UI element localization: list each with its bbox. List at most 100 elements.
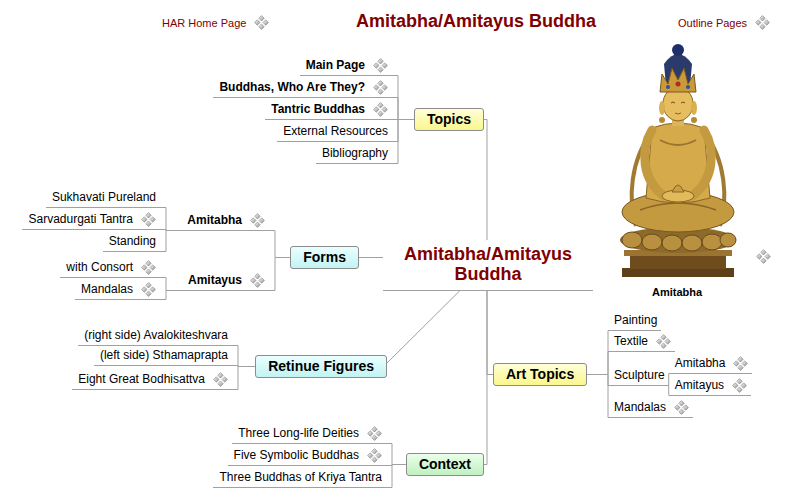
subtopic-item: Amitabha bbox=[183, 213, 275, 231]
connector-line bbox=[238, 346, 255, 367]
topic-text: Sarvadurgati Tantra bbox=[28, 212, 133, 227]
topic-text: Context bbox=[419, 456, 471, 472]
subtopic-item: Three Long-life Deities bbox=[232, 426, 392, 444]
connector-line bbox=[398, 120, 414, 142]
topic-text: Amitabha/Amitayus Buddha bbox=[404, 244, 572, 284]
subtopic-item: Sukhavati Pureland bbox=[46, 190, 166, 208]
connector-line bbox=[166, 231, 183, 252]
link-icon bbox=[141, 282, 156, 297]
topic-box: Retinue Figures bbox=[255, 355, 387, 378]
topic-text: Amitabha bbox=[187, 213, 242, 228]
diagram-title: Amitabha/Amitayus Buddha bbox=[276, 11, 676, 32]
link-icon bbox=[755, 15, 770, 30]
topic-text: Textile bbox=[614, 334, 648, 349]
topic-text: Retinue Figures bbox=[268, 358, 374, 374]
topic-text: Five Symbolic Buddhas bbox=[234, 448, 359, 463]
connector-line bbox=[484, 120, 487, 241]
topic-box: Context bbox=[406, 453, 484, 476]
subtopic-item: (right side) Avalokiteshvara bbox=[78, 328, 238, 346]
link-icon bbox=[656, 334, 671, 349]
connector-line bbox=[275, 231, 290, 258]
topic-text: (left side) Sthamaprapta bbox=[100, 348, 228, 363]
connector-line bbox=[387, 291, 460, 364]
connector-line bbox=[398, 98, 414, 120]
subtopic-item: Buddhas, Who Are They? bbox=[213, 80, 398, 98]
connector-line bbox=[398, 76, 414, 120]
connector-line bbox=[392, 465, 406, 488]
topic-text: (right side) Avalokiteshvara bbox=[84, 328, 228, 343]
link-icon bbox=[367, 426, 382, 441]
link-icon bbox=[250, 273, 265, 288]
nav-link: Outline Pages bbox=[678, 16, 747, 30]
topic-text: Three Long-life Deities bbox=[238, 426, 359, 441]
link-icon bbox=[141, 260, 156, 275]
subtopic-item: External Resources bbox=[277, 124, 398, 142]
link-icon bbox=[250, 213, 265, 228]
topic-text: External Resources bbox=[283, 124, 388, 139]
connector-line bbox=[166, 278, 184, 291]
topic-text: Main Page bbox=[306, 58, 365, 73]
connector-line bbox=[166, 291, 184, 300]
image-caption: Amitabha bbox=[652, 285, 702, 299]
subtopic-item: (left side) Sthamaprapta bbox=[94, 348, 238, 366]
subtopic-item: Amitayus bbox=[669, 378, 751, 396]
link-icon bbox=[254, 15, 269, 30]
topic-text: Amitayus bbox=[188, 273, 242, 288]
connector-line bbox=[487, 291, 493, 375]
topic-text: Bibliography bbox=[322, 146, 388, 161]
subtopic-item: Standing bbox=[103, 234, 166, 252]
connector-line bbox=[398, 120, 414, 164]
connector-line bbox=[484, 291, 487, 465]
buddha-statue bbox=[620, 44, 736, 277]
subtopic-item: Tantric Buddhas bbox=[265, 102, 398, 120]
topic-text: Amitabha bbox=[675, 356, 726, 371]
subtopic-item: Bibliography bbox=[316, 146, 398, 164]
topic-text: Three Buddhas of Kriya Tantra bbox=[219, 470, 382, 485]
topic-text: Eight Great Bodhisattva bbox=[78, 372, 205, 387]
connector-line bbox=[587, 331, 608, 375]
link-icon bbox=[757, 250, 771, 264]
topic-text: Amitayus bbox=[675, 378, 724, 393]
topic-text: Art Topics bbox=[506, 366, 574, 382]
topic-text: Mandalas bbox=[81, 282, 133, 297]
subtopic-item: with Consort bbox=[60, 260, 166, 278]
link-icon bbox=[373, 80, 388, 95]
link-icon bbox=[674, 400, 689, 415]
link-icon bbox=[733, 356, 748, 371]
connector-line bbox=[392, 444, 406, 465]
subtopic-item: Amitayus bbox=[184, 273, 275, 291]
central-topic: Amitabha/Amitayus Buddha bbox=[383, 240, 593, 291]
connector-line bbox=[359, 257, 383, 258]
topic-text: Forms bbox=[303, 249, 346, 265]
topic-text: Tantric Buddhas bbox=[271, 102, 365, 117]
link-icon bbox=[213, 372, 228, 387]
subtopic-item: Painting bbox=[608, 313, 661, 331]
link-icon bbox=[373, 102, 388, 117]
subtopic-item: Amitabha bbox=[669, 356, 753, 374]
connector-line bbox=[587, 352, 608, 375]
topic-text: with Consort bbox=[66, 260, 133, 275]
subtopic-item: Sculpture bbox=[608, 368, 669, 386]
connector-line bbox=[587, 375, 608, 418]
topic-text: Topics bbox=[427, 111, 471, 127]
subtopic-item: Eight Great Bodhisattva bbox=[72, 372, 238, 390]
topic-text: Painting bbox=[614, 313, 657, 328]
topic-box: Topics bbox=[414, 108, 484, 131]
topic-box: Forms bbox=[290, 246, 359, 269]
connector-line bbox=[166, 208, 183, 231]
link-icon bbox=[141, 212, 156, 227]
subtopic-item: Three Buddhas of Kriya Tantra bbox=[213, 470, 392, 488]
subtopic-item: Main Page bbox=[300, 58, 398, 76]
subtopic-item: Textile bbox=[608, 334, 675, 352]
subtopic-item: Mandalas bbox=[75, 282, 166, 300]
topic-text: Sukhavati Pureland bbox=[52, 190, 156, 205]
topic-box: Art Topics bbox=[493, 363, 587, 386]
nav-link: HAR Home Page bbox=[162, 16, 246, 30]
link-icon bbox=[373, 58, 388, 73]
subtopic-item: Mandalas bbox=[608, 400, 693, 418]
subtopic-item: Sarvadurgati Tantra bbox=[22, 212, 166, 230]
connector-line bbox=[238, 367, 255, 390]
connector-line bbox=[275, 258, 290, 291]
